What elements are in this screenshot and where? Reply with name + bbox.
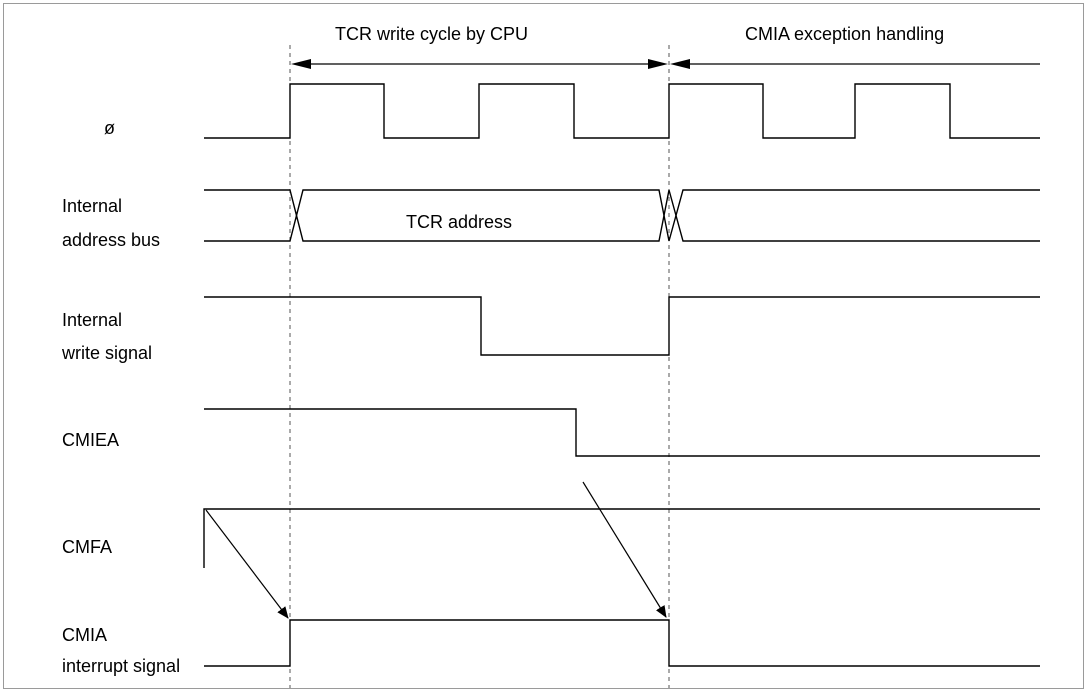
cmiea-waveform — [204, 408, 1040, 457]
signal-label-address-bus-1: Internal — [62, 196, 122, 216]
cause-arrow-cmiea-to-cmia — [582, 481, 667, 618]
phase-arrow-cpu-write — [291, 59, 668, 69]
signal-label-phi: ø — [104, 118, 115, 138]
diagram-frame — [3, 3, 1084, 689]
address-bus-waveform — [204, 189, 1040, 242]
write-signal-waveform — [204, 296, 1040, 356]
phase-label-cpu-write: TCR write cycle by CPU — [335, 24, 528, 44]
signal-label-cmfa: CMFA — [62, 537, 112, 557]
signal-label-cmia-1: CMIA — [62, 625, 107, 645]
phi-clock-waveform — [204, 83, 1040, 139]
signal-label-address-bus-2: address bus — [62, 230, 160, 250]
phase-label-exception: CMIA exception handling — [745, 24, 944, 44]
signal-label-write-2: write signal — [61, 343, 152, 363]
cmia-waveform — [204, 619, 1040, 667]
address-bus-value: TCR address — [406, 212, 512, 232]
cause-arrow-cmfa-to-cmia — [205, 509, 289, 619]
signal-label-write-1: Internal — [62, 310, 122, 330]
signal-label-cmia-2: interrupt signal — [62, 656, 180, 676]
signal-label-cmiea: CMIEA — [62, 430, 119, 450]
phase-arrow-exception — [670, 59, 1040, 69]
cmfa-waveform — [203, 508, 1040, 568]
